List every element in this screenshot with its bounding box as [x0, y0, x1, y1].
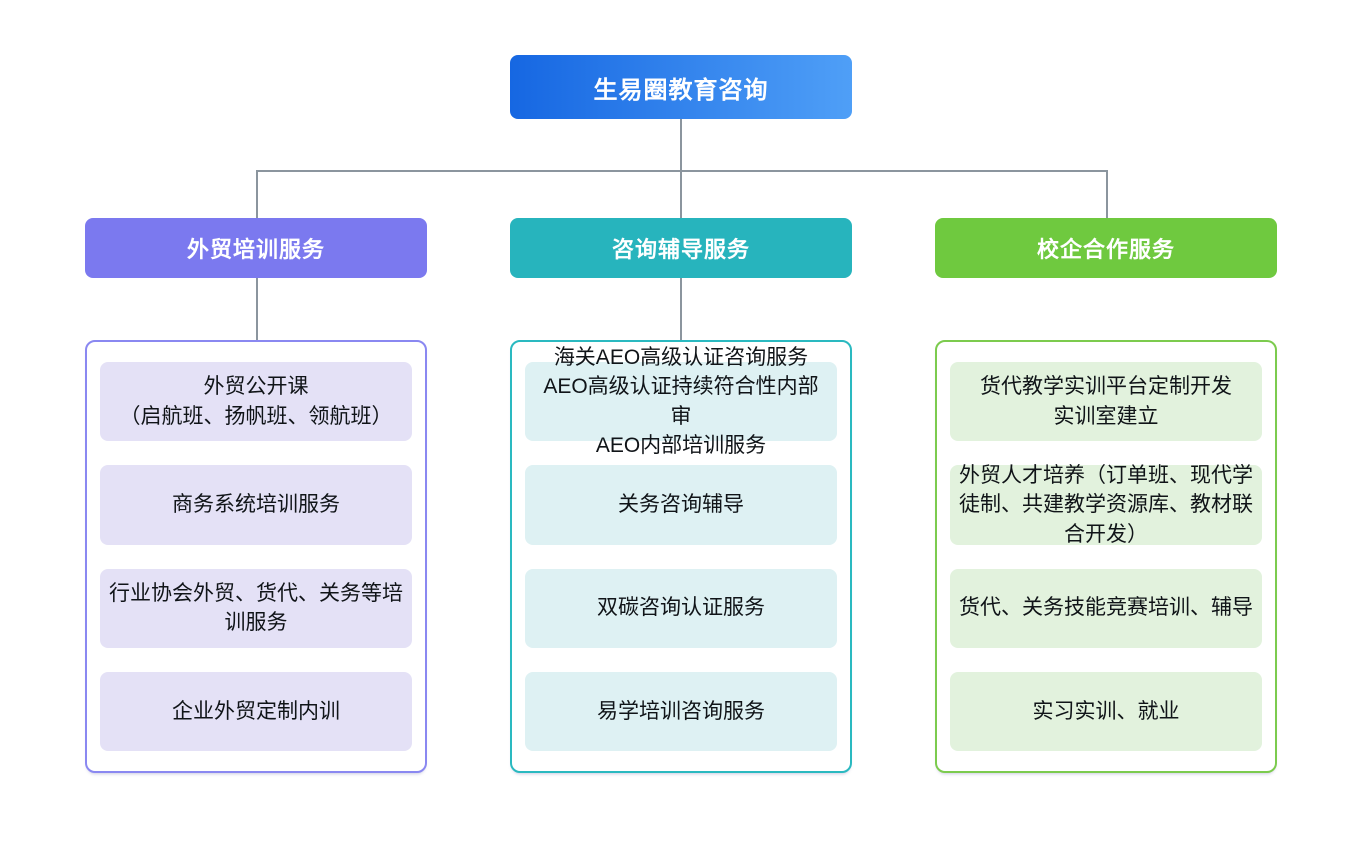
branch-header-school-enterprise-cooperation: 校企合作服务: [935, 218, 1277, 278]
service-item-talent-cultivation: 外贸人才培养（订单班、现代学徒制、共建教学资源库、教材联合开发）: [950, 464, 1262, 546]
service-item-aeo-certification: 海关AEO高级认证咨询服务 AEO高级认证持续符合性内部审 AEO内部培训服务: [525, 346, 837, 457]
service-item-industry-association-training: 行业协会外贸、货代、关务等培训服务: [100, 568, 412, 648]
service-item-customs-affairs-coaching: 关务咨询辅导: [525, 465, 837, 545]
service-item-freight-training-platform: 货代教学实训平台定制开发 实训室建立: [950, 362, 1262, 442]
branch-header-foreign-trade-training: 外贸培训服务: [85, 218, 427, 278]
service-item-enterprise-custom-training: 企业外贸定制内训: [100, 671, 412, 751]
connector-branch3-drop-line: [1106, 170, 1108, 218]
connector-branch2-sub-line: [680, 278, 682, 340]
root-node: 生易圈教育咨询: [510, 55, 852, 119]
branch-container-foreign-trade-training: 外贸公开课 （启航班、扬帆班、领航班） 商务系统培训服务 行业协会外贸、货代、关…: [85, 340, 427, 773]
connector-branch1-drop-line: [256, 170, 258, 218]
branch-header-consulting-coaching: 咨询辅导服务: [510, 218, 852, 278]
connector-branch2-drop-line: [680, 170, 682, 218]
connector-root-drop-line: [680, 119, 682, 170]
connector-horizontal-line: [256, 170, 1107, 172]
service-item-dual-carbon-certification: 双碳咨询认证服务: [525, 568, 837, 648]
service-item-skills-competition-training: 货代、关务技能竞赛培训、辅导: [950, 568, 1262, 648]
service-item-business-system-training: 商务系统培训服务: [100, 465, 412, 545]
connector-branch1-sub-line: [256, 278, 258, 340]
service-item-yixue-training-consulting: 易学培训咨询服务: [525, 671, 837, 751]
branch-container-school-enterprise-cooperation: 货代教学实训平台定制开发 实训室建立 外贸人才培养（订单班、现代学徒制、共建教学…: [935, 340, 1277, 773]
service-item-internship-employment: 实习实训、就业: [950, 671, 1262, 751]
service-item-open-course: 外贸公开课 （启航班、扬帆班、领航班）: [100, 362, 412, 442]
branch-container-consulting-coaching: 海关AEO高级认证咨询服务 AEO高级认证持续符合性内部审 AEO内部培训服务 …: [510, 340, 852, 773]
